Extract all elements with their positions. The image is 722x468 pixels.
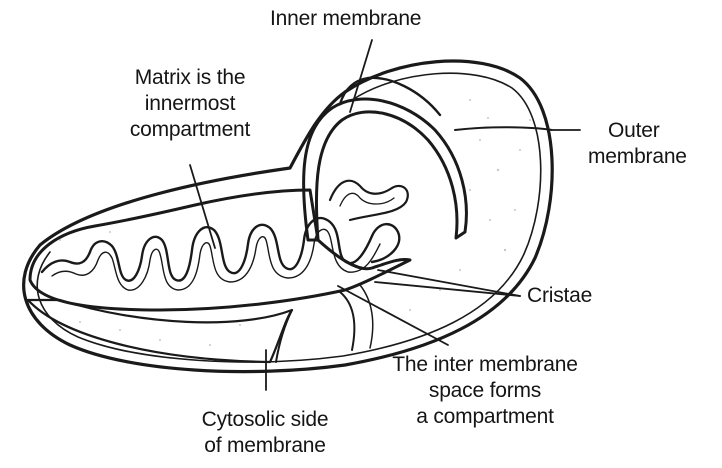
intermembrane-lines-2 xyxy=(360,285,373,348)
cristae-loop-upper xyxy=(330,181,408,220)
matrix-boundary xyxy=(30,190,410,310)
label-matrix-line-3: compartment xyxy=(95,117,285,143)
leader-inner-membrane xyxy=(350,40,372,112)
label-outer-membrane-line-1: Outer xyxy=(588,118,687,144)
intermembrane-lines xyxy=(340,292,354,350)
cristae-loop-upper-inner xyxy=(340,193,394,206)
label-intermembrane-space: The inter membrane space forms a compart… xyxy=(355,352,615,430)
leader-cristae-1 xyxy=(378,270,520,296)
label-matrix-line-1: Matrix is the xyxy=(95,65,285,91)
leader-cristae-2 xyxy=(375,282,520,296)
label-cytosolic-line-2: of membrane xyxy=(165,433,365,459)
label-intermembrane-line-1: The inter membrane xyxy=(355,352,615,378)
label-outer-membrane-line-2: membrane xyxy=(588,144,687,170)
label-inner-membrane: Inner membrane xyxy=(270,6,421,32)
label-matrix-line-2: innermost xyxy=(95,91,285,117)
label-cristae: Cristae xyxy=(527,283,592,309)
label-matrix: Matrix is the innermost compartment xyxy=(95,65,285,143)
cytosolic-cut-edge xyxy=(276,310,292,362)
label-cytosolic-line-1: Cytosolic side xyxy=(165,407,365,433)
label-outer-membrane: Outer membrane xyxy=(588,118,687,170)
cristae-folds-inner xyxy=(52,229,380,290)
inner-membrane-arch xyxy=(304,99,467,240)
label-intermembrane-line-2: space forms xyxy=(355,378,615,404)
label-intermembrane-line-3: a compartment xyxy=(355,404,615,430)
label-cytosolic-side: Cytosolic side of membrane xyxy=(165,407,365,459)
outer-membrane-top-line xyxy=(455,127,552,130)
